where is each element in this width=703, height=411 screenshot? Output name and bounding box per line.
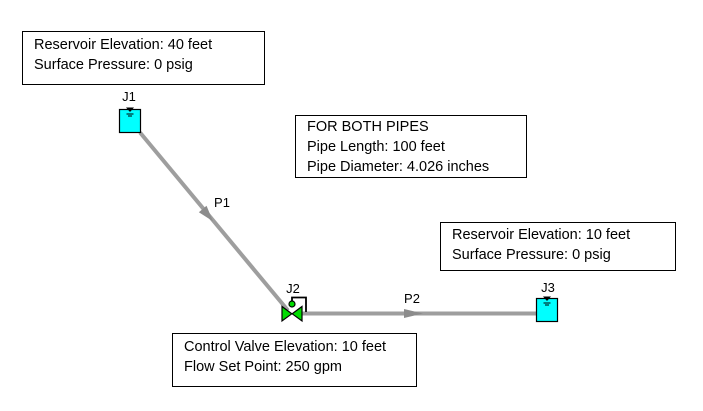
junction-j2-label[interactable]: J2 xyxy=(286,281,300,296)
annotation-line: FOR BOTH PIPES xyxy=(307,119,429,135)
annotation-line: Reservoir Elevation: 10 feet xyxy=(452,227,631,243)
annotation-line: Flow Set Point: 250 gpm xyxy=(184,359,342,375)
annotation-line: Surface Pressure: 0 psig xyxy=(34,57,193,73)
junction-j3-label[interactable]: J3 xyxy=(541,280,555,295)
junction-j3-reservoir-icon[interactable] xyxy=(535,295,559,323)
annotation-reservoir-j1[interactable]: Reservoir Elevation: 40 feet Surface Pre… xyxy=(22,31,265,85)
pipe-p1-label[interactable]: P1 xyxy=(214,195,230,210)
flow-direction-arrow-icon xyxy=(198,205,213,222)
annotation-reservoir-j3[interactable]: Reservoir Elevation: 10 feet Surface Pre… xyxy=(440,222,676,271)
annotation-line: Surface Pressure: 0 psig xyxy=(452,247,611,263)
pipe-p2-label[interactable]: P2 xyxy=(404,291,420,306)
annotation-line: Pipe Diameter: 4.026 inches xyxy=(307,159,490,175)
junction-j2-control-valve-icon[interactable] xyxy=(281,296,307,323)
annotation-line: Pipe Length: 100 feet xyxy=(307,139,445,155)
flow-direction-arrow-icon xyxy=(404,309,423,318)
annotation-line: Reservoir Elevation: 40 feet xyxy=(34,37,213,53)
annotation-control-valve[interactable]: Control Valve Elevation: 10 feet Flow Se… xyxy=(172,333,417,387)
valve-actuator-bracket xyxy=(291,296,307,312)
annotation-both-pipes[interactable]: FOR BOTH PIPES Pipe Length: 100 feet Pip… xyxy=(295,115,527,178)
pipe-p1[interactable] xyxy=(138,131,290,312)
annotation-line: Control Valve Elevation: 10 feet xyxy=(184,339,387,355)
junction-j1-label[interactable]: J1 xyxy=(122,89,136,104)
pipe-p2[interactable] xyxy=(300,309,537,318)
junction-j1-reservoir-icon[interactable] xyxy=(118,106,142,134)
